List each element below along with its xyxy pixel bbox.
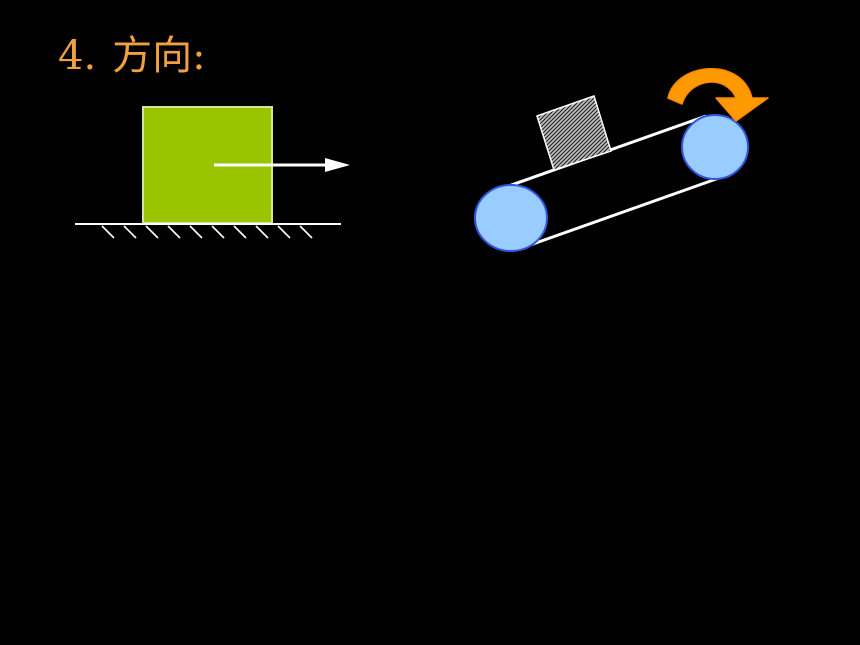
belt-bottom-edge (515, 176, 720, 252)
conveyor-belt-figure (474, 68, 769, 252)
lower-roller (474, 184, 548, 252)
clockwise-rotation-arrow-icon (667, 68, 769, 122)
slide-title: 4. 方向: (58, 28, 206, 84)
upper-roller (681, 114, 749, 180)
ground-hatching (101, 225, 313, 239)
horizontal-surface-figure (75, 106, 350, 239)
title-text: 方向: (112, 33, 206, 79)
hatched-box (536, 95, 612, 171)
direction-arrow (214, 158, 350, 172)
title-number: 4. (58, 33, 97, 79)
